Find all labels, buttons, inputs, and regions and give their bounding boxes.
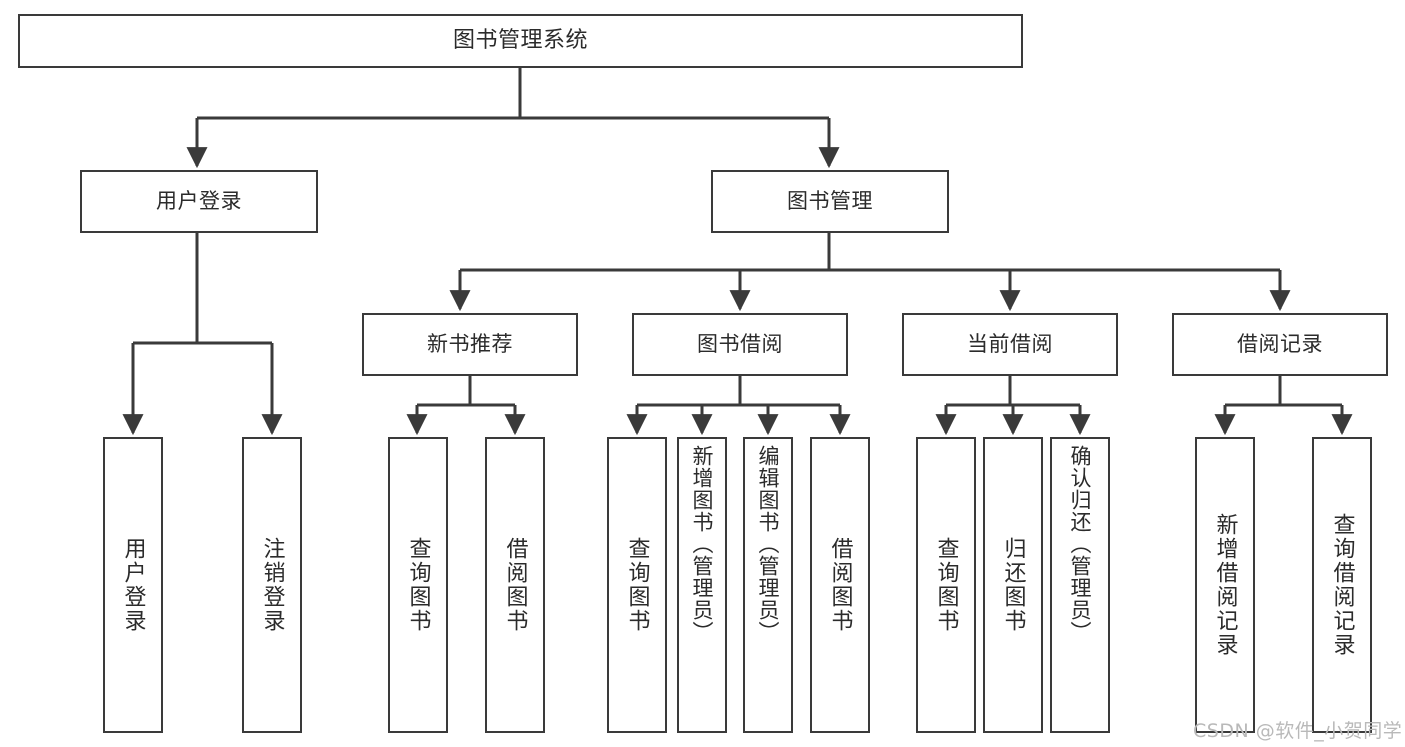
node-label: 查询借阅记录 [1329,513,1355,657]
node-new-book-recommend[interactable]: 新书推荐 [362,313,578,376]
node-leaf-query-record[interactable]: 查询借阅记录 [1312,437,1372,733]
node-label: 查询图书 [405,537,431,633]
node-label: 查询图书 [933,537,959,633]
node-label: 确认归还（管理员） [1068,445,1093,643]
node-root-system[interactable]: 图书管理系统 [18,14,1023,68]
node-leaf-query-book-3[interactable]: 查询图书 [916,437,976,733]
node-label: 借阅图书 [827,537,853,633]
node-label: 图书管理系统 [452,27,588,53]
node-leaf-logout-login[interactable]: 注销登录 [242,437,302,733]
node-book-borrow[interactable]: 图书借阅 [632,313,848,376]
node-label: 用户登录 [156,188,242,213]
node-leaf-add-book[interactable]: 新增图书（管理员） [677,437,727,733]
node-label: 图书借阅 [697,331,783,356]
node-label: 借阅图书 [502,537,528,633]
node-label: 当前借阅 [967,331,1053,356]
node-label: 注销登录 [259,537,285,633]
node-label: 编辑图书（管理员） [756,445,781,643]
node-label: 图书管理 [787,188,873,213]
csdn-watermark: CSDN @软件_小贺同学 [1193,720,1403,742]
node-leaf-borrow-book-2[interactable]: 借阅图书 [810,437,870,733]
node-borrow-record[interactable]: 借阅记录 [1172,313,1388,376]
node-label: 查询图书 [624,537,650,633]
node-label: 借阅记录 [1237,331,1323,356]
node-leaf-query-book-2[interactable]: 查询图书 [607,437,667,733]
node-label: 用户登录 [120,537,146,633]
node-label: 新书推荐 [427,331,513,356]
node-leaf-borrow-book-1[interactable]: 借阅图书 [485,437,545,733]
node-user-login[interactable]: 用户登录 [80,170,318,233]
node-leaf-edit-book[interactable]: 编辑图书（管理员） [743,437,793,733]
node-book-manage[interactable]: 图书管理 [711,170,949,233]
node-label: 归还图书 [1000,537,1026,633]
node-leaf-add-record[interactable]: 新增借阅记录 [1195,437,1255,733]
node-leaf-confirm-return[interactable]: 确认归还（管理员） [1050,437,1110,733]
node-leaf-user-login[interactable]: 用户登录 [103,437,163,733]
node-label: 新增图书（管理员） [690,445,715,643]
node-leaf-return-book[interactable]: 归还图书 [983,437,1043,733]
node-leaf-query-book-1[interactable]: 查询图书 [388,437,448,733]
node-label: 新增借阅记录 [1212,513,1238,657]
node-current-borrow[interactable]: 当前借阅 [902,313,1118,376]
